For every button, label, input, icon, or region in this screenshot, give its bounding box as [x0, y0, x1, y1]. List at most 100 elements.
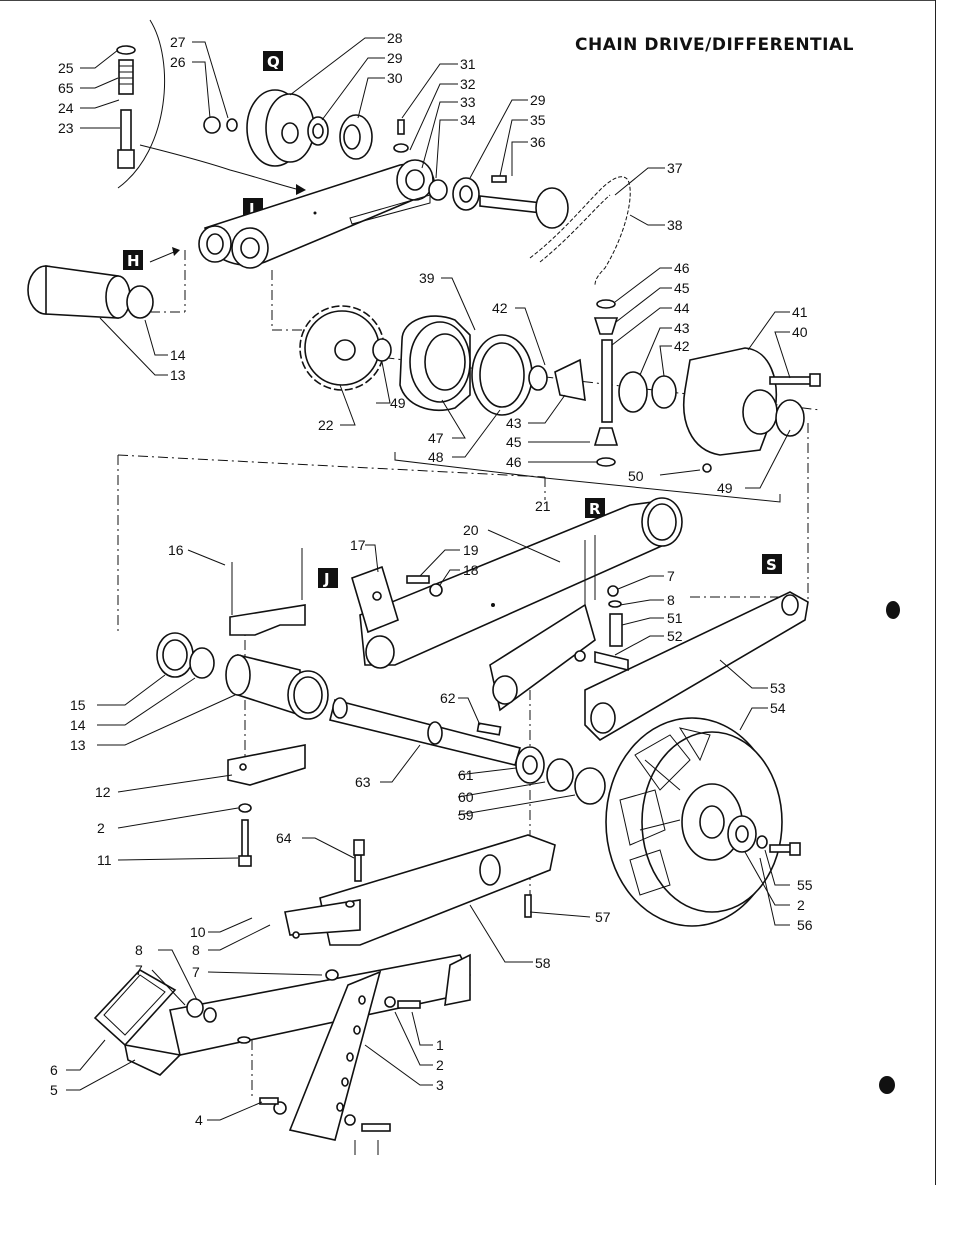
- label-25: 25: [58, 60, 74, 76]
- label-38: 38: [667, 217, 683, 233]
- label-43a: 43: [674, 320, 690, 336]
- label-36: 36: [530, 134, 546, 150]
- label-55: 55: [797, 877, 813, 893]
- label-23: 23: [58, 120, 74, 136]
- label-32: 32: [460, 76, 476, 92]
- top-rule: [0, 0, 936, 1]
- label-27: 27: [170, 34, 186, 50]
- label-29: 29: [387, 50, 403, 66]
- main-frame-arm: [359, 497, 683, 712]
- label-42b: 42: [674, 338, 690, 354]
- label-52: 52: [667, 628, 683, 644]
- label-62: 62: [440, 690, 456, 706]
- label-43b: 43: [506, 415, 522, 431]
- label-16: 16: [168, 542, 184, 558]
- section-letter-R: R: [585, 498, 605, 518]
- svg-text:I: I: [249, 200, 255, 218]
- label-19: 19: [463, 542, 479, 558]
- label-8a: 8: [667, 592, 675, 608]
- binder-hole-mark: [886, 601, 900, 619]
- label-57: 57: [595, 909, 611, 925]
- leader-lines: [66, 37, 791, 1121]
- right-page-border: [935, 0, 936, 1185]
- drive-wheel: [605, 717, 801, 927]
- label-37: 37: [667, 160, 683, 176]
- label-3: 3: [436, 1077, 444, 1093]
- label-5: 5: [50, 1082, 58, 1098]
- bolt-stack-23-24-65-25: [116, 19, 166, 189]
- pedal-bracket-58: [284, 834, 556, 946]
- sprocket: [299, 305, 392, 391]
- foot-pedal-arm: [93, 953, 471, 1076]
- label-42a: 42: [492, 300, 508, 316]
- label-10: 10: [190, 924, 206, 940]
- input-shaft-sleeve: [27, 250, 186, 319]
- section-letter-J: J: [318, 568, 338, 588]
- label-65: 65: [58, 80, 74, 96]
- bracket-17: [351, 565, 443, 634]
- axle-assembly: [156, 632, 606, 805]
- label-39: 39: [419, 270, 435, 286]
- svg-text:Q: Q: [267, 53, 280, 71]
- label-28: 28: [387, 30, 403, 46]
- svg-text:S: S: [766, 556, 777, 574]
- differential-cross-shaft: [593, 299, 619, 467]
- section-letter-Q: Q: [263, 51, 283, 71]
- section-letter-S: S: [762, 554, 782, 574]
- label-29b: 29: [530, 92, 546, 108]
- label-58: 58: [535, 955, 551, 971]
- label-21: 21: [535, 498, 551, 514]
- label-50: 50: [628, 468, 644, 484]
- label-35: 35: [530, 112, 546, 128]
- section-letter-H: H: [123, 247, 180, 270]
- svg-text:H: H: [127, 252, 140, 270]
- label-8c: 8: [135, 942, 143, 958]
- pulley-assembly: [139, 89, 373, 195]
- label-51: 51: [667, 610, 683, 626]
- label-2a: 2: [97, 820, 105, 836]
- label-47: 47: [428, 430, 444, 446]
- label-54: 54: [770, 700, 786, 716]
- label-22: 22: [318, 417, 334, 433]
- label-64: 64: [276, 830, 292, 846]
- label-31: 31: [460, 56, 476, 72]
- label-41: 41: [792, 304, 808, 320]
- label-63: 63: [355, 774, 371, 790]
- svg-text:J: J: [323, 570, 330, 588]
- label-45b: 45: [506, 434, 522, 450]
- label-46b: 46: [506, 454, 522, 470]
- block-12-and-bolt-11: [227, 744, 306, 867]
- label-14a: 14: [170, 347, 186, 363]
- label-2b: 2: [797, 897, 805, 913]
- label-49b: 49: [717, 480, 733, 496]
- support-block-16: [229, 548, 306, 636]
- label-6: 6: [50, 1062, 58, 1078]
- chain-arm: [198, 119, 569, 269]
- label-18: 18: [463, 562, 479, 578]
- part-number-labels: 25 65 24 23 27 26 28 29 30 31 32 33 34 2…: [50, 30, 813, 1128]
- label-26: 26: [170, 54, 186, 70]
- label-45a: 45: [674, 280, 690, 296]
- differential-housing-left: [399, 315, 586, 416]
- label-20: 20: [463, 522, 479, 538]
- link-plate-3: [251, 970, 421, 1155]
- label-7c: 7: [192, 964, 200, 980]
- binder-hole-mark: [879, 1076, 895, 1094]
- label-14b: 14: [70, 717, 86, 733]
- label-46a: 46: [674, 260, 690, 276]
- label-49a: 49: [390, 395, 406, 411]
- label-56: 56: [797, 917, 813, 933]
- label-59: 59: [458, 807, 474, 823]
- label-4: 4: [195, 1112, 203, 1128]
- label-1: 1: [436, 1037, 444, 1053]
- differential-housing-right: [618, 347, 821, 473]
- label-8b: 8: [192, 942, 200, 958]
- label-15: 15: [70, 697, 86, 713]
- label-53: 53: [770, 680, 786, 696]
- label-61: 61: [458, 767, 474, 783]
- lever-arm-53: [574, 585, 809, 742]
- label-13b: 13: [70, 737, 86, 753]
- label-24: 24: [58, 100, 74, 116]
- label-17: 17: [350, 537, 366, 553]
